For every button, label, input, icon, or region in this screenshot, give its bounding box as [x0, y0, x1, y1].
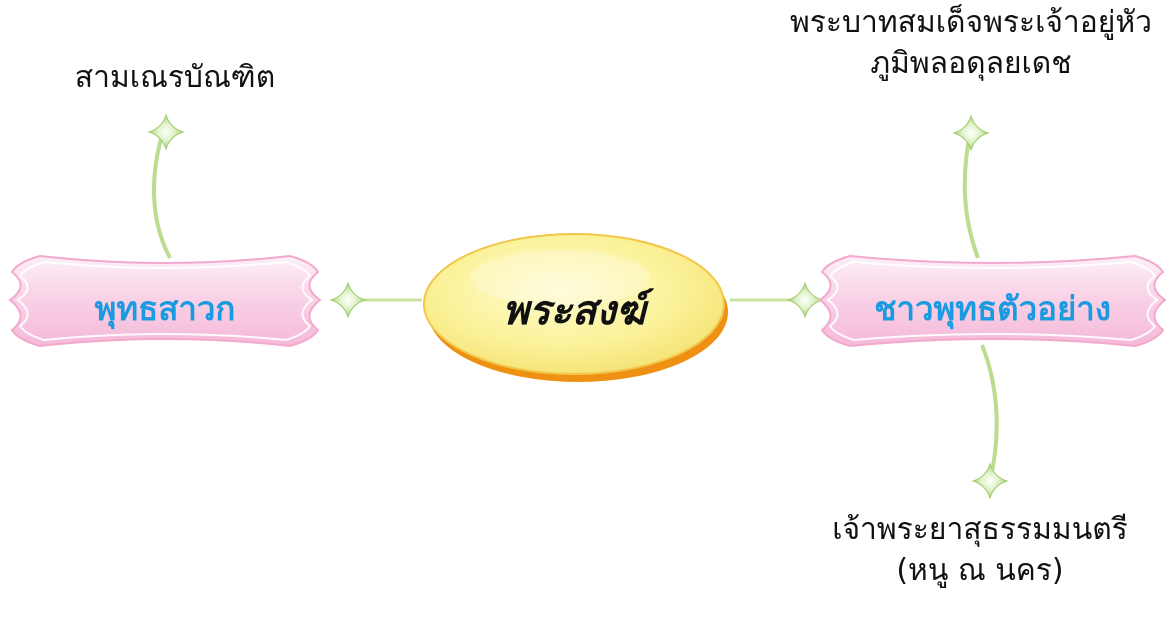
leaf-label-right-bottom: เจ้าพระยาสุธรรมมนตรี (หนู ณ นคร)	[800, 510, 1160, 591]
leaf-line: (หนู ณ นคร)	[896, 552, 1064, 588]
leaf-label-left-top: สามเณรบัณฑิต	[40, 58, 310, 99]
leaf-label-right-top: พระบาทสมเด็จพระเจ้าอยู่หัว ภูมิพลอดุลยเด…	[776, 3, 1166, 84]
center-label: พระสงฆ์	[502, 287, 646, 334]
star-icon	[329, 281, 367, 319]
connector-right-down	[980, 344, 999, 481]
connector-right-up	[962, 132, 980, 259]
star-icon	[952, 114, 990, 152]
connector-left-up	[152, 131, 172, 259]
branch-label-right: ชาวพุทธตัวอย่าง	[874, 289, 1111, 328]
branch-node-right	[818, 254, 1167, 348]
branch-node-left	[8, 254, 322, 348]
leaf-line: พระบาทสมเด็จพระเจ้าอยู่หัว	[790, 5, 1152, 40]
star-icon	[786, 281, 824, 319]
leaf-line: เจ้าพระยาสุธรรมมนตรี	[832, 512, 1128, 547]
leaf-line: สามเณรบัณฑิต	[74, 60, 276, 95]
star-icon	[147, 113, 185, 151]
leaf-line: ภูมิพลอดุลยเดช	[870, 45, 1072, 81]
branch-label-left: พุทธสาวก	[94, 289, 236, 328]
star-icon	[971, 462, 1009, 500]
center-node	[423, 233, 728, 382]
